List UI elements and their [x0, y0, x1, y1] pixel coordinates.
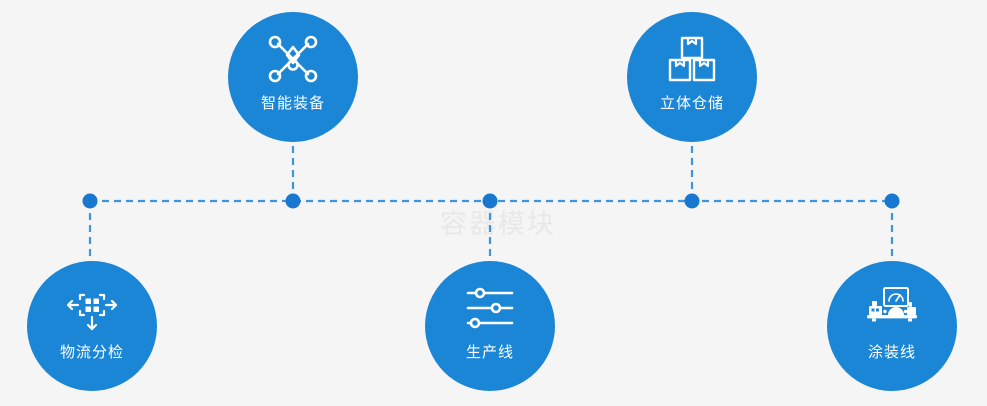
node-label: 智能装备	[260, 95, 325, 112]
junction-dot-warehouse	[684, 193, 700, 209]
sliders-icon	[462, 282, 518, 334]
node-coating[interactable]: 涂装线	[827, 261, 957, 391]
node-label: 涂装线	[867, 344, 916, 361]
junction-dot-coating	[884, 193, 900, 209]
node-equipment[interactable]: 智能装备	[228, 12, 358, 142]
coating-machine-icon	[864, 282, 920, 334]
node-warehouse[interactable]: 立体仓储	[627, 12, 757, 142]
junction-dot-production	[482, 193, 498, 209]
node-label: 物流分检	[59, 344, 124, 361]
stacked-boxes-icon	[664, 33, 720, 85]
watermark-text: 容器模块	[440, 209, 556, 239]
node-production[interactable]: 生产线	[425, 261, 555, 391]
node-label: 生产线	[465, 344, 514, 361]
network-nodes-icon	[265, 33, 321, 85]
sorting-arrows-icon	[64, 282, 120, 334]
junction-dot-logistics	[82, 193, 98, 209]
node-logistics[interactable]: 物流分检	[27, 261, 157, 391]
junction-dot-equipment	[285, 193, 301, 209]
node-label: 立体仓储	[659, 95, 724, 112]
